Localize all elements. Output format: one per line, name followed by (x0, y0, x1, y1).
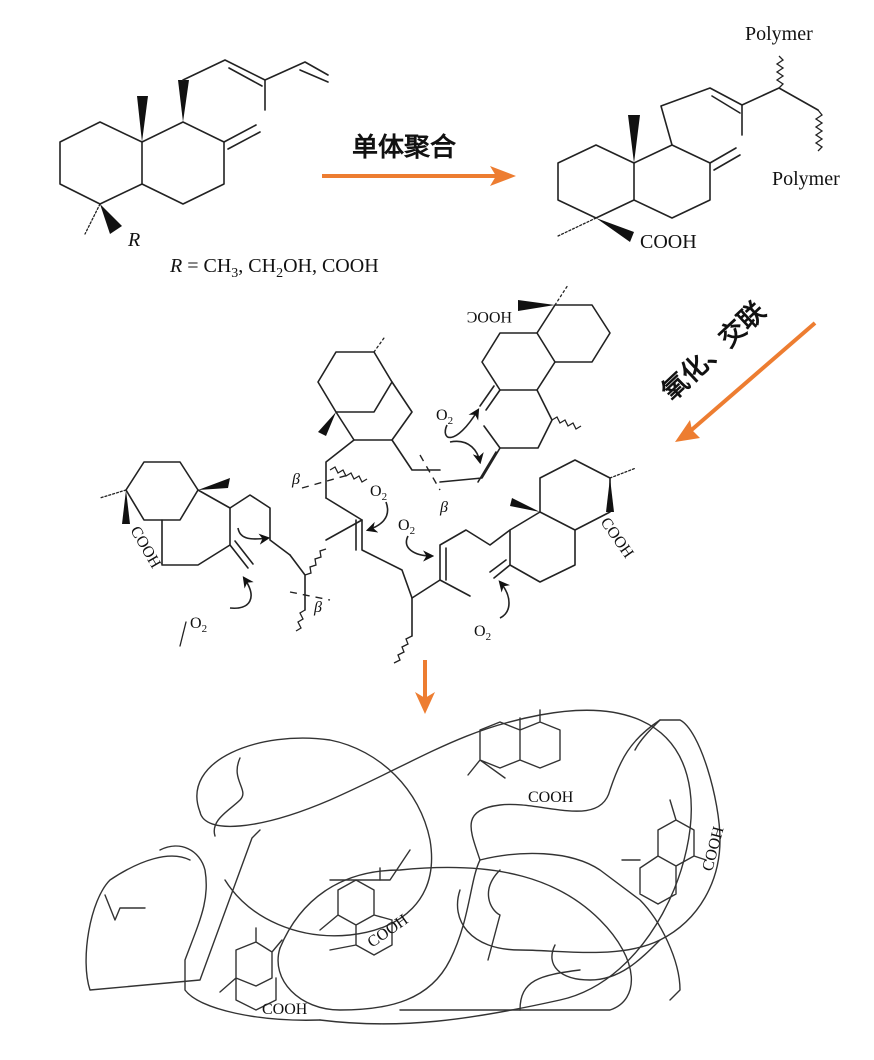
polymerization-arrow: 单体聚合 (322, 132, 516, 186)
svg-text:COOH: COOH (597, 515, 637, 562)
svg-text:O2: O2 (398, 517, 415, 537)
ring-b (141, 121, 225, 205)
sidechain-wedge (178, 80, 189, 122)
r-wedge (100, 204, 122, 234)
oxidation-crosslink-label: 氧化、交联 (655, 296, 772, 408)
svg-text:COOH: COOH (127, 524, 165, 572)
diene-chain (182, 59, 329, 81)
arrow-head-icon (675, 420, 700, 442)
wavy-bond-bottom (814, 109, 824, 152)
svg-text:O2: O2 (370, 483, 387, 503)
polymer-unit-structure: COOH Polymer Polymer (557, 23, 840, 253)
crosslink-arrow (415, 660, 435, 714)
o2-attack-arrow (444, 408, 480, 439)
r-label: R (127, 229, 140, 251)
svg-text:O2: O2 (190, 615, 207, 635)
svg-text:β: β (439, 499, 448, 516)
methyl-wedge (137, 96, 148, 142)
svg-text:O2: O2 (436, 407, 453, 427)
svg-text:COOH: COOH (699, 824, 727, 873)
wavy-bond-top (775, 55, 785, 89)
cooh-label: COOH (640, 231, 697, 253)
oxidized-network: HOOC O2 β COOH O2 (99, 284, 637, 664)
polymer-label-bottom: Polymer (772, 168, 840, 190)
arrow-head-icon (415, 692, 435, 714)
polymerization-label: 单体聚合 (352, 132, 457, 163)
svg-text:β: β (291, 471, 300, 488)
svg-text:COOH: COOH (262, 1001, 308, 1018)
r-definition: R = CH3, CH2OH, COOH (169, 255, 379, 281)
polymer-label-top: Polymer (745, 23, 813, 45)
arrow-head-icon (490, 166, 516, 186)
monomer-structure: R R = CH3, CH2OH, COOH (59, 59, 379, 281)
svg-text:β: β (313, 599, 322, 616)
hooc-label: HOOC (467, 308, 512, 325)
ring-a (59, 121, 143, 205)
svg-text:O2: O2 (474, 623, 491, 643)
cooh-label: COOH (528, 789, 574, 806)
exo-methylene (223, 124, 261, 150)
crosslinked-matrix: COOH COOH COOH COOH (85, 709, 728, 1025)
oxidation-arrow: 氧化、交联 (655, 296, 817, 442)
